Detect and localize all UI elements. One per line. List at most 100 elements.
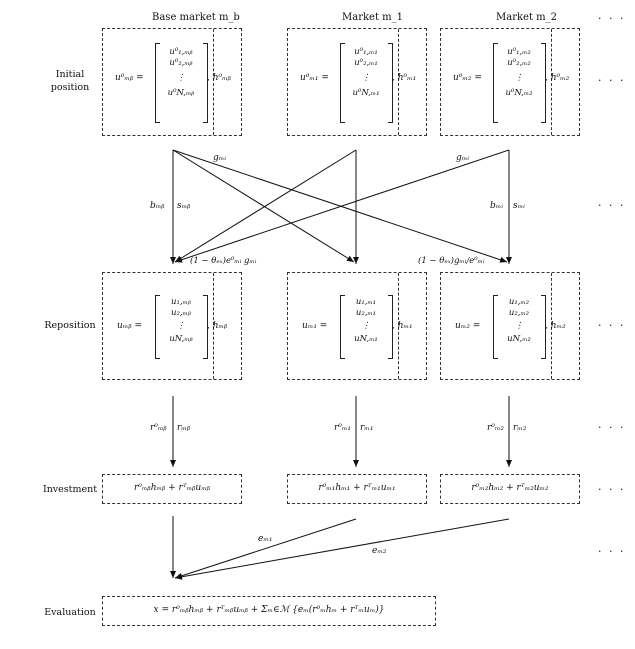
header-base-market: Base market m_b <box>152 12 240 23</box>
divider <box>551 29 552 135</box>
vec-row: ⋮ <box>514 73 524 83</box>
reposition-box-base: uₘᵦ = u₁,ₘᵦ u₂,ₘᵦ ⋮ uN,ₘᵦ , hₘᵦ <box>102 272 242 380</box>
label-fx-right: (1 − θₑₓ)gₘᵢ/e⁰ₘᵢ <box>418 256 485 266</box>
arrow-base-to-m1 <box>172 149 355 263</box>
reposition-box-m1: uₘ₁ = u₁,ₘ₁ u₂,ₘ₁ ⋮ uN,ₘ₁ , hₘ₁ <box>287 272 427 380</box>
initial-more-dots: · · · <box>598 74 626 87</box>
vec-row: u⁰₁,ₘ₂ <box>507 47 531 57</box>
arrow-base-to-m2 <box>172 149 508 263</box>
row-label-initial: Initial position <box>30 68 110 94</box>
reposition-base-h: , hₘᵦ <box>207 321 228 331</box>
row-label-investment: Investment <box>42 484 98 495</box>
label-b-base: bₘᵦ <box>150 201 165 211</box>
investment-base-expr: r⁰ₘᵦhₘᵦ + rᵀₘᵦuₘᵦ <box>133 483 211 493</box>
evaluation-box: x = r⁰ₘᵦhₘᵦ + rᵀₘᵦuₘᵦ + Σₘ∈ℳ {eₘ(r⁰ₘhₘ +… <box>102 596 436 626</box>
initial-base-vector: u⁰₁,ₘᵦ u⁰₂,ₘᵦ ⋮ u⁰N,ₘᵦ <box>159 47 203 99</box>
divider <box>213 273 214 379</box>
initial-box-m1: u⁰ₘ₁ = u⁰₁,ₘ₁ u⁰₂,ₘ₁ ⋮ u⁰N,ₘ₁ , h⁰ₘ₁ <box>287 28 427 136</box>
initial-m1-h: , h⁰ₘ₁ <box>392 73 417 83</box>
label-base-r: rₘᵦ <box>177 423 191 433</box>
label-b-i: bₘᵢ <box>490 201 504 211</box>
vec-row: uN,ₘᵦ <box>169 334 193 344</box>
reposition-more-dots: · · · <box>598 319 626 332</box>
label-g-left: gₘᵢ <box>213 153 227 163</box>
arrow-m1-eval <box>174 518 357 579</box>
arrow-m1-to-base <box>174 149 357 263</box>
reposition-m2-vector: u₁,ₘ₂ u₂,ₘ₂ ⋮ uN,ₘ₂ <box>497 297 541 345</box>
initial-m2-h: , h⁰ₘ₂ <box>545 73 570 83</box>
vec-row: u⁰₂,ₘ₂ <box>507 58 531 68</box>
initial-box-m2: u⁰ₘ₂ = u⁰₁,ₘ₂ u⁰₂,ₘ₂ ⋮ u⁰N,ₘ₂ , h⁰ₘ₂ <box>440 28 580 136</box>
vec-row: u⁰N,ₘ₁ <box>352 88 380 98</box>
vec-row: u₁,ₘ₂ <box>508 297 530 307</box>
row-label-evaluation: Evaluation <box>44 607 96 618</box>
vec-row: u₂,ₘ₂ <box>508 308 530 318</box>
initial-base-h: , h⁰ₘᵦ <box>207 73 231 83</box>
vec-row: u₂,ₘ₁ <box>355 308 377 318</box>
transfer-more-dots: · · · <box>598 199 626 212</box>
investment-m1-expr: r⁰ₘ₁hₘ₁ + rᵀₘ₁uₘ₁ <box>318 483 396 493</box>
vec-row: uN,ₘ₂ <box>507 334 531 344</box>
arrow-m2-to-base <box>174 149 510 263</box>
investment-m2-expr: r⁰ₘ₂hₘ₂ + rᵀₘ₂uₘ₂ <box>471 483 549 493</box>
row-label-initial-text: Initial position <box>50 69 90 93</box>
investment-box-m1: r⁰ₘ₁hₘ₁ + rᵀₘ₁uₘ₁ <box>287 474 427 504</box>
vec-row: u₁,ₘ₁ <box>355 297 377 307</box>
divider <box>551 273 552 379</box>
label-fx-left: (1 − θₑₓ)e⁰ₘᵢ gₘᵢ <box>190 256 257 266</box>
initial-m1-lhs: u⁰ₘ₁ = <box>300 73 329 83</box>
vec-row: u₂,ₘᵦ <box>171 308 191 318</box>
label-s-i: sₘᵢ <box>513 201 525 211</box>
bracket-left <box>340 43 345 123</box>
investment-more-dots: · · · <box>598 483 626 496</box>
divider <box>398 273 399 379</box>
initial-m2-vector: u⁰₁,ₘ₂ u⁰₂,ₘ₂ ⋮ u⁰N,ₘ₂ <box>497 47 541 99</box>
label-m1-r0: r⁰ₘ₁ <box>334 423 352 433</box>
arrow-m2-eval <box>174 518 510 580</box>
label-s-base: sₘᵦ <box>177 201 191 211</box>
initial-base-lhs: u⁰ₘᵦ = <box>115 73 144 83</box>
reposition-box-m2: uₘ₂ = u₁,ₘ₂ u₂,ₘ₂ ⋮ uN,ₘ₂ , hₘ₂ <box>440 272 580 380</box>
bracket-right <box>388 295 393 359</box>
bracket-left <box>155 43 160 123</box>
vec-row: ⋮ <box>514 321 524 331</box>
reposition-m2-lhs: uₘ₂ = <box>455 321 481 331</box>
bracket-right <box>388 43 393 123</box>
vec-row: ⋮ <box>361 73 371 83</box>
reposition-m2-h: , hₘ₂ <box>545 321 566 331</box>
reposition-base-vector: u₁,ₘᵦ u₂,ₘᵦ ⋮ uN,ₘᵦ <box>159 297 203 345</box>
vec-row: u₁,ₘᵦ <box>171 297 191 307</box>
divider <box>398 29 399 135</box>
bracket-left <box>493 43 498 123</box>
vec-row: uN,ₘ₁ <box>354 334 378 344</box>
vec-row: u⁰₂,ₘ₁ <box>354 58 378 68</box>
label-e2: eₘ₂ <box>372 546 387 556</box>
bracket-right <box>541 43 546 123</box>
row-label-reposition: Reposition <box>44 320 96 331</box>
bracket-left <box>340 295 345 359</box>
initial-box-base: u⁰ₘᵦ = u⁰₁,ₘᵦ u⁰₂,ₘᵦ ⋮ u⁰N,ₘᵦ , h⁰ₘᵦ <box>102 28 242 136</box>
reposition-m1-h: , hₘ₁ <box>392 321 413 331</box>
bracket-right <box>203 295 208 359</box>
vec-row: u⁰₁,ₘᵦ <box>169 47 193 57</box>
vec-row: ⋮ <box>176 73 186 83</box>
bracket-left <box>155 295 160 359</box>
header-market-1: Market m_1 <box>342 12 404 23</box>
initial-m1-vector: u⁰₁,ₘ₁ u⁰₂,ₘ₁ ⋮ u⁰N,ₘ₁ <box>344 47 388 99</box>
divider <box>213 29 214 135</box>
label-base-r0: r⁰ₘᵦ <box>150 423 167 433</box>
label-e1: eₘ₁ <box>258 534 273 544</box>
reposition-m1-lhs: uₘ₁ = <box>302 321 328 331</box>
bracket-left <box>493 295 498 359</box>
bracket-right <box>541 295 546 359</box>
label-m1-r: rₘ₁ <box>360 423 374 433</box>
header-market-2: Market m_2 <box>496 12 558 23</box>
investment-box-base: r⁰ₘᵦhₘᵦ + rᵀₘᵦuₘᵦ <box>102 474 242 504</box>
evaluation-more-dots: · · · <box>598 545 626 558</box>
label-m2-r: rₘ₂ <box>513 423 527 433</box>
initial-m2-lhs: u⁰ₘ₂ = <box>453 73 482 83</box>
evaluation-formula: x = r⁰ₘᵦhₘᵦ + rᵀₘᵦuₘᵦ + Σₘ∈ℳ {eₘ(r⁰ₘhₘ +… <box>153 605 385 615</box>
label-g-right: gₘᵢ <box>456 153 470 163</box>
returns-more-dots: · · · <box>598 421 626 434</box>
